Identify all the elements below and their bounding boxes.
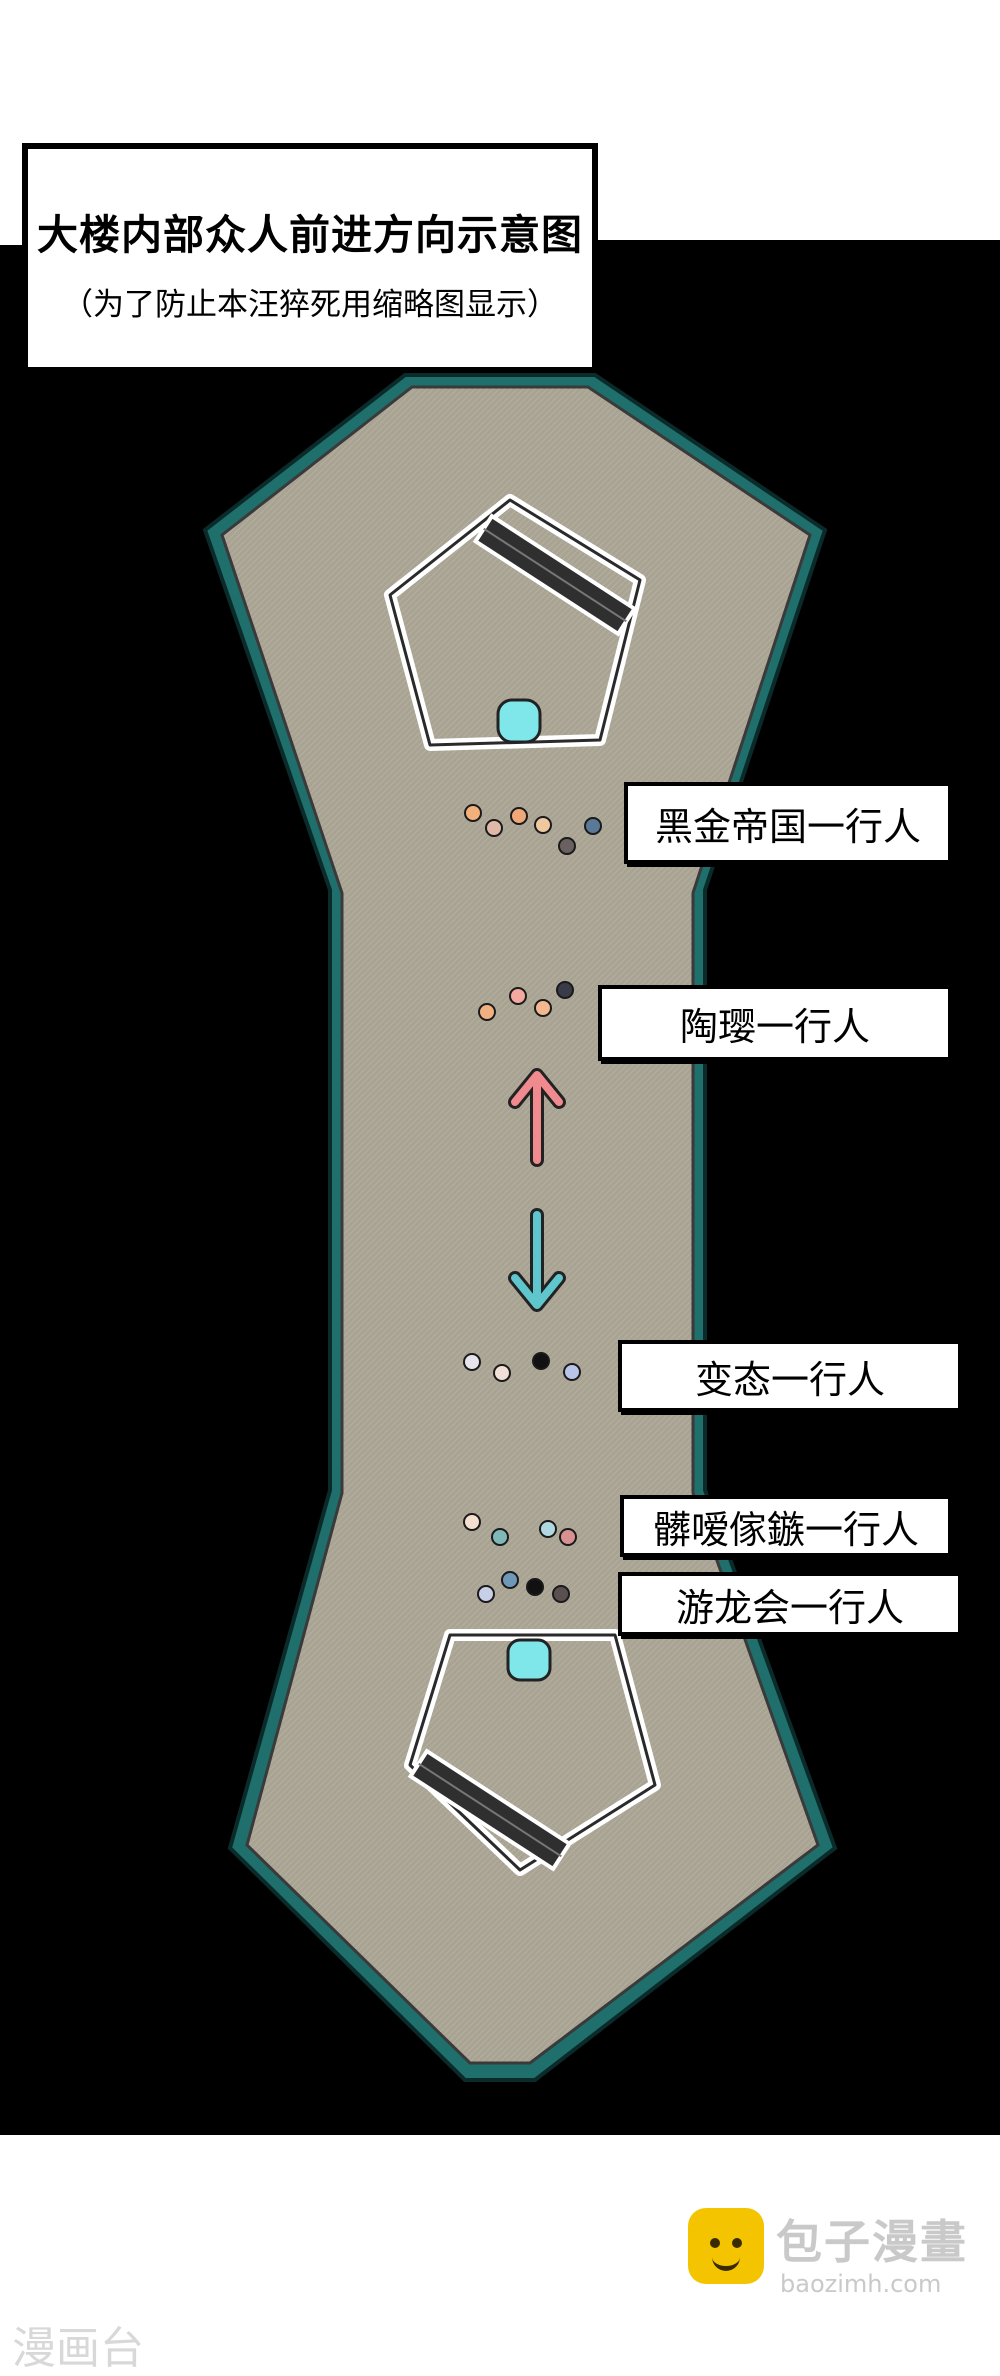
bottom-room-pentagon	[404, 1629, 661, 1876]
taoying-member-dot	[478, 1003, 496, 1021]
taoying-member-dot	[534, 999, 552, 1017]
chuaige-member-dot	[463, 1513, 481, 1531]
diagram-title: 大楼内部众人前进方向示意图	[37, 211, 583, 259]
top-door-icon	[496, 698, 542, 744]
taoying-member-dot	[556, 981, 574, 999]
youlong-member-dot	[477, 1585, 495, 1603]
baozi-logo-icon	[688, 2208, 764, 2284]
heijin-member-dot	[485, 819, 503, 837]
watermark-site-name: 包子漫畫	[776, 2215, 968, 2269]
youlong-member-dot	[526, 1578, 544, 1596]
watermark-right: 包子漫畫 baozimh.com	[688, 2200, 988, 2330]
biantai-member-dot	[463, 1353, 481, 1371]
bottom-door-icon	[506, 1638, 552, 1682]
up-arrow-icon	[508, 1068, 566, 1167]
watermark-site-url: baozimh.com	[780, 2270, 942, 2298]
chuaige-member-dot	[539, 1520, 557, 1538]
heijin-member-dot	[510, 807, 528, 825]
down-arrow-icon	[508, 1208, 566, 1312]
heijin-member-dot	[584, 817, 602, 835]
biantai-member-dot	[563, 1363, 581, 1381]
chuaige-member-dot	[559, 1528, 577, 1546]
biantai-member-dot	[493, 1364, 511, 1382]
diagram-subtitle: （为了防止本汪猝死用缩略图显示）	[62, 287, 558, 323]
youlong-member-dot	[552, 1585, 570, 1603]
bottom-escalator-icon	[407, 1748, 573, 1872]
top-escalator-icon	[472, 513, 638, 637]
label-heijin: 黑金帝国一行人	[624, 782, 952, 864]
taoying-member-dot	[509, 987, 527, 1005]
label-taoying: 陶璎一行人	[598, 985, 952, 1061]
label-chuaige: 髒嗳傢鏃一行人	[620, 1495, 952, 1557]
top-divider-line	[590, 240, 1000, 248]
group-markers	[463, 804, 602, 1603]
biantai-member-dot	[532, 1352, 550, 1370]
youlong-member-dot	[501, 1571, 519, 1589]
heijin-member-dot	[558, 837, 576, 855]
heijin-member-dot	[464, 804, 482, 822]
label-youlong: 游龙会一行人	[618, 1572, 962, 1636]
chuaige-member-dot	[491, 1528, 509, 1546]
heijin-member-dot	[534, 816, 552, 834]
label-biantai: 变态一行人	[618, 1340, 962, 1412]
watermark-left: 漫画台	[12, 2323, 144, 2374]
title-box: 大楼内部众人前进方向示意图 （为了防止本汪猝死用缩略图显示）	[22, 143, 598, 373]
